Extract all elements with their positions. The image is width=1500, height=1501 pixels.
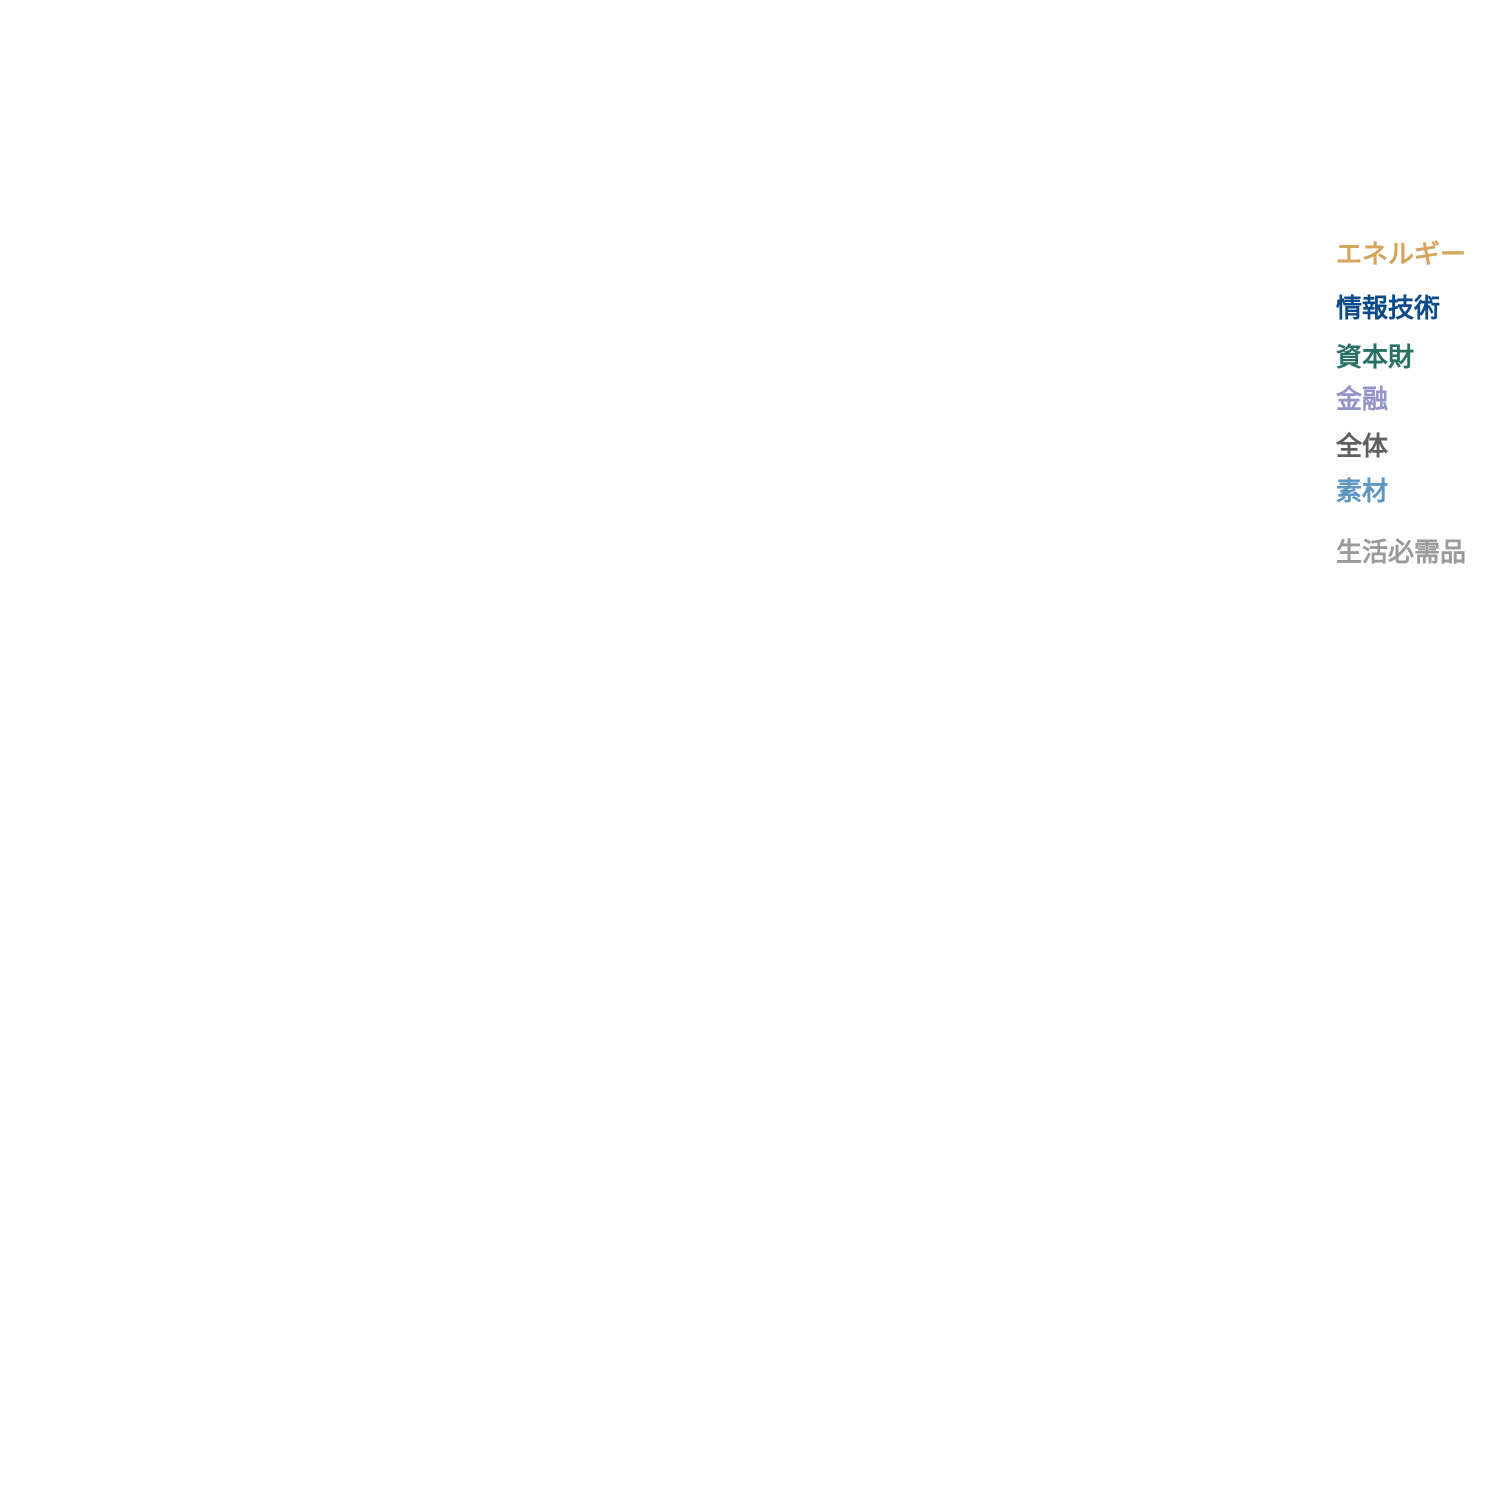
series-label: 情報技術 (1336, 294, 1441, 324)
series-label: 生活必需品 (1336, 538, 1467, 568)
series-label: 素材 (1336, 477, 1389, 507)
series-label: 資本財 (1336, 343, 1415, 373)
plot-area (0, 0, 1320, 1501)
series-label: エネルギー (1336, 240, 1467, 270)
series-label: 金融 (1336, 385, 1389, 415)
series-label: 全体 (1336, 432, 1389, 462)
